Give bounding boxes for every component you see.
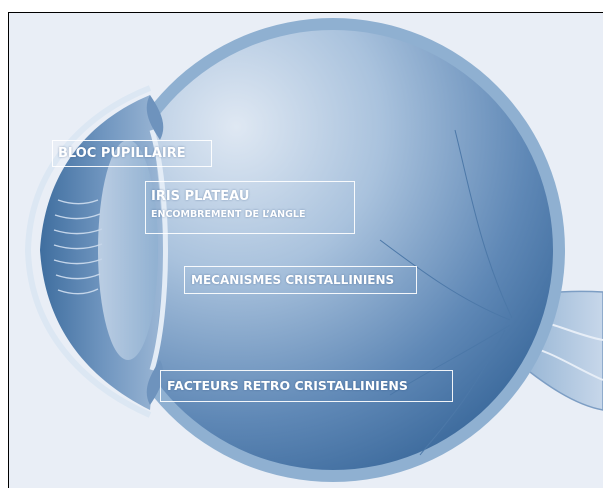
vitreous-body (113, 30, 553, 470)
label-bloc-pupillaire-text: BLOC PUPILLAIRE (58, 141, 211, 166)
label-iris-plateau: IRIS PLATEAU ENCOMBREMENT DE L’ANGLE (145, 181, 355, 234)
label-mecanismes-text: MECANISMES CRISTALLINIENS (191, 267, 416, 293)
label-facteurs-retro-cristalliniens: FACTEURS RETRO CRISTALLINIENS (160, 370, 453, 402)
label-encombrement-text: ENCOMBREMENT DE L’ANGLE (151, 206, 354, 223)
label-bloc-pupillaire: BLOC PUPILLAIRE (52, 140, 212, 167)
label-mecanismes-cristalliniens: MECANISMES CRISTALLINIENS (184, 266, 417, 294)
lens (98, 140, 158, 360)
label-iris-plateau-text: IRIS PLATEAU (151, 188, 354, 205)
label-facteurs-text: FACTEURS RETRO CRISTALLINIENS (167, 371, 452, 401)
